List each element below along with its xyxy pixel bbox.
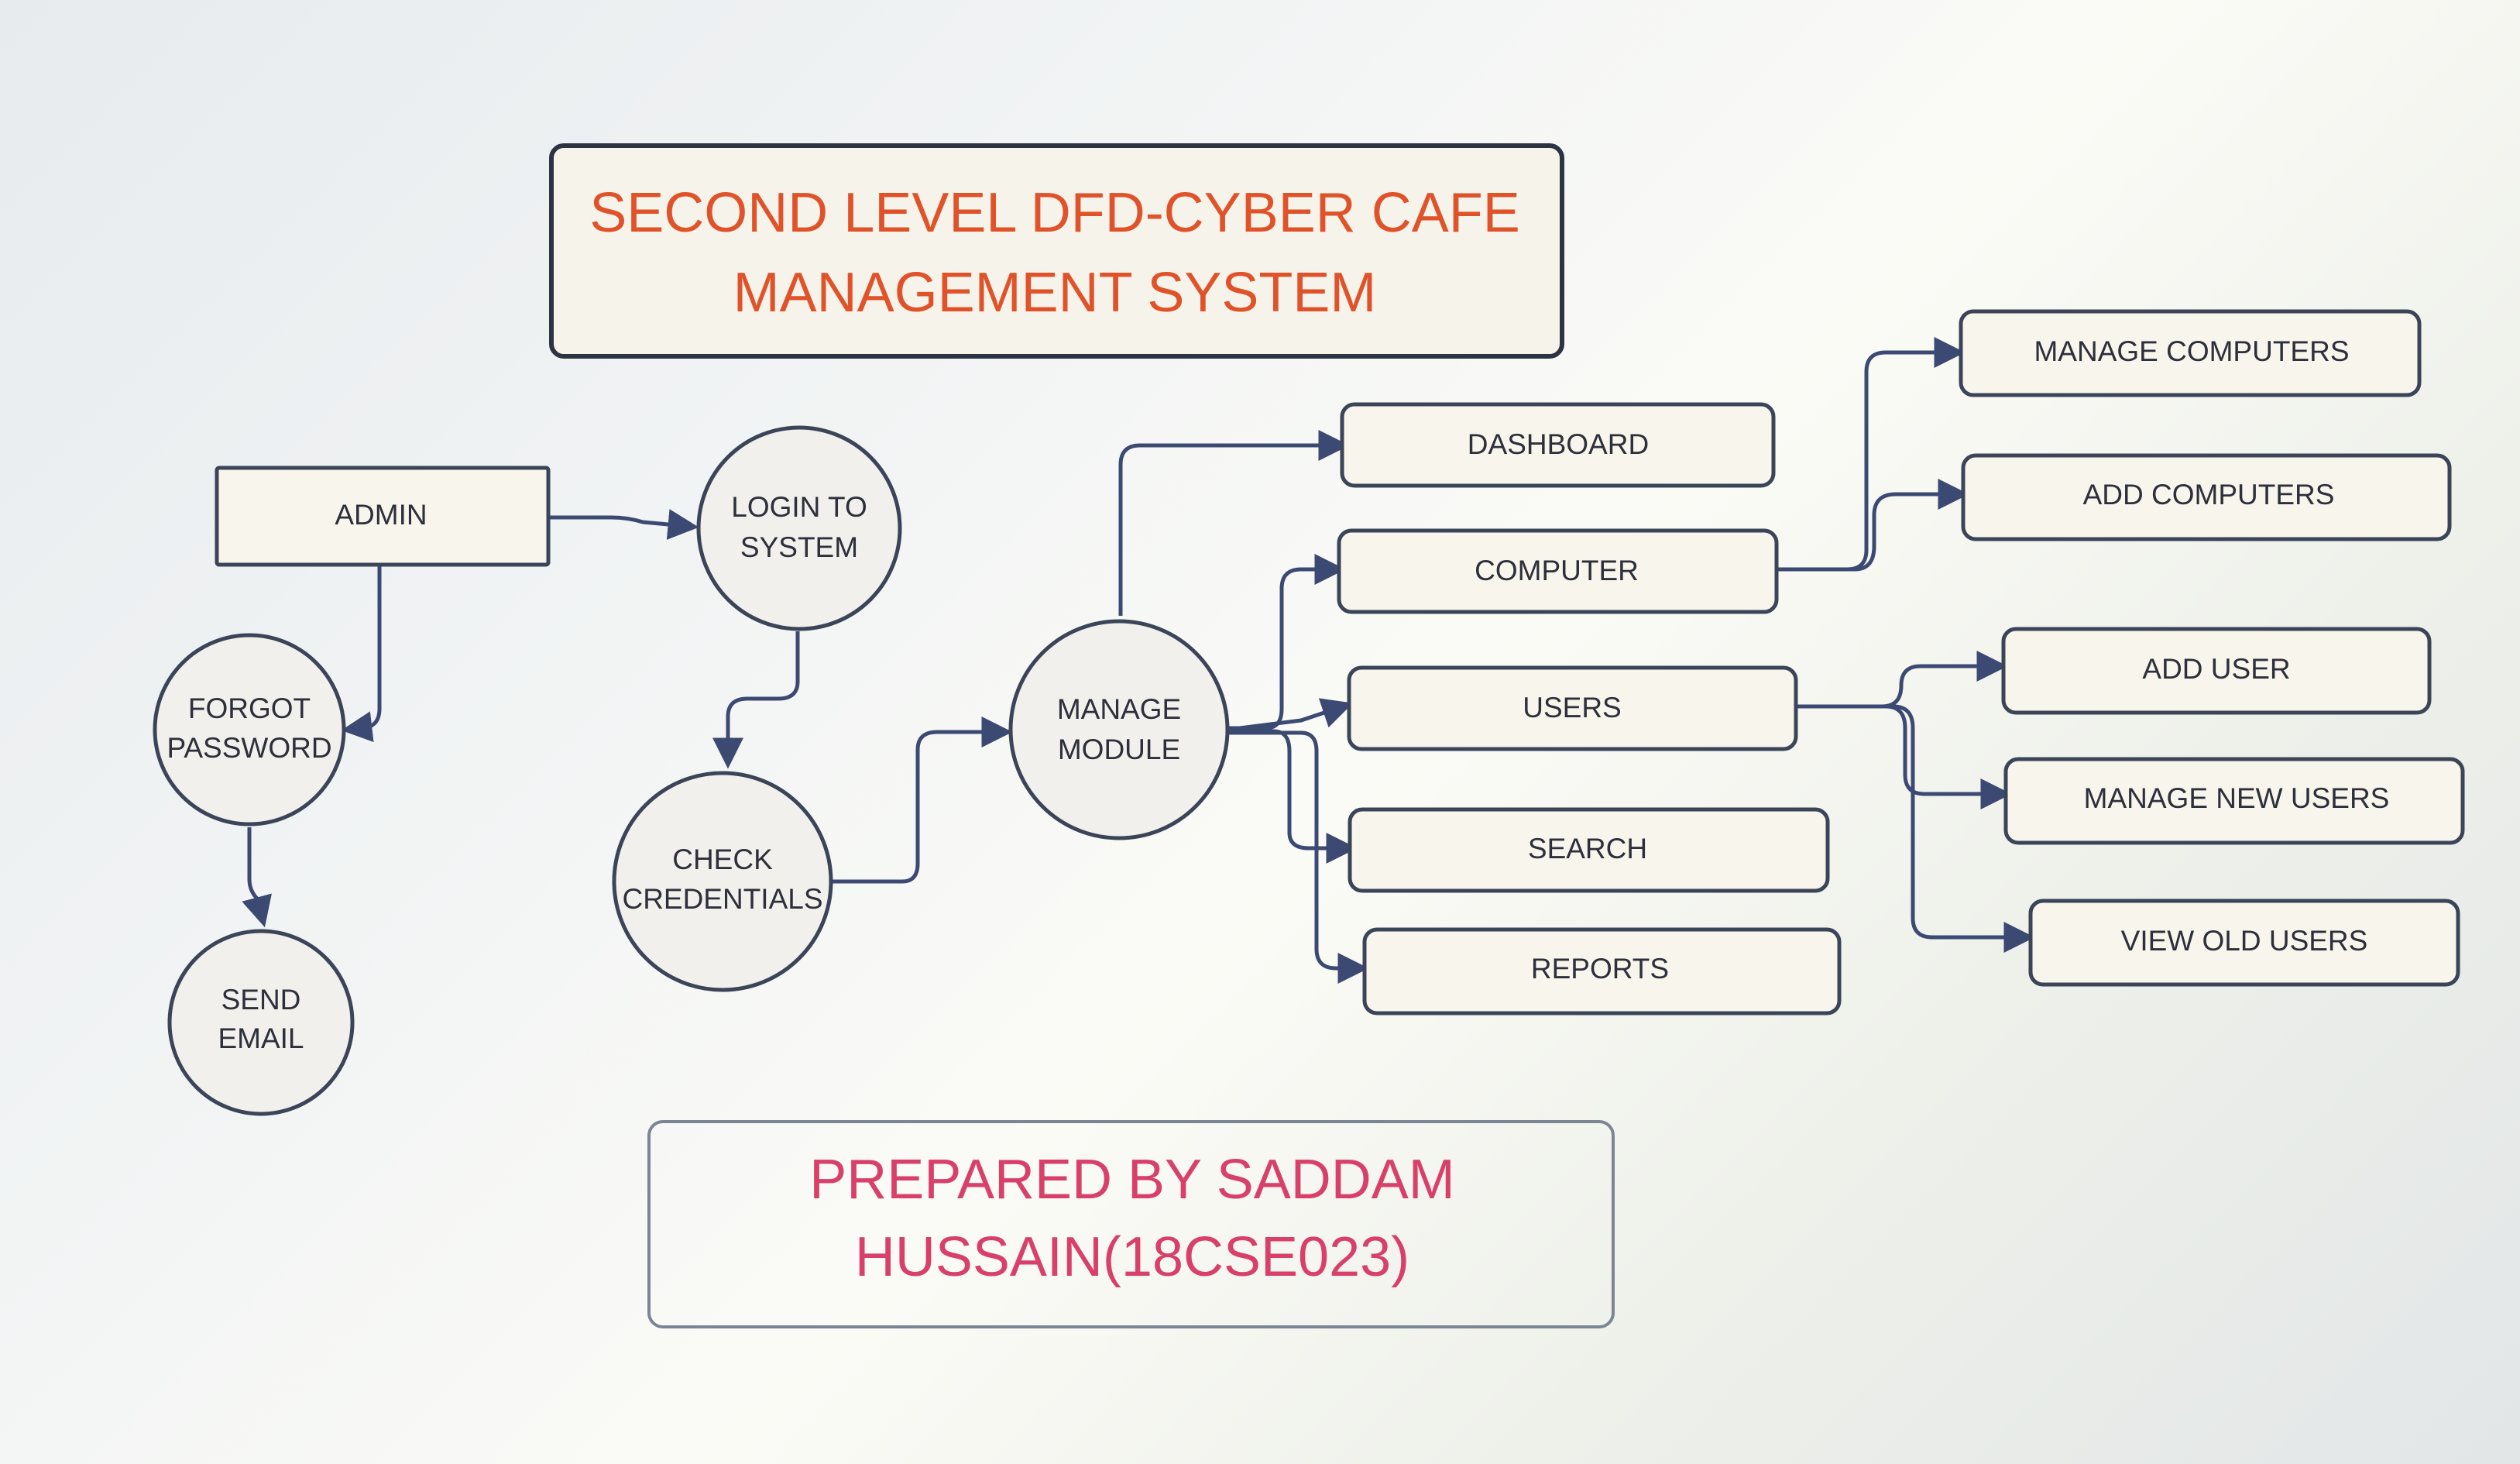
flow-login-to-check xyxy=(712,631,800,769)
flow-users-to-manage-new-users xyxy=(1797,704,2012,809)
forgot-label-line-2: PASSWORD xyxy=(167,732,331,764)
flow-users-to-add-user xyxy=(1797,651,2008,709)
node-reports: REPORTS xyxy=(1362,927,1842,1016)
node-view-old-users: VIEW OLD USERS xyxy=(2028,899,2460,987)
flow-admin-to-login xyxy=(548,509,699,540)
add-computers-label: ADD COMPUTERS xyxy=(2083,479,2335,510)
node-forgot-password: FORGOT PASSWORD xyxy=(153,633,346,827)
login-label-line-1: LOGIN TO xyxy=(731,491,867,523)
title-line-2: MANAGEMENT SYSTEM xyxy=(733,262,1377,324)
admin-label: ADMIN xyxy=(335,499,427,531)
node-add-computers: ADD COMPUTERS xyxy=(1961,453,2452,541)
send-email-label-line-1: SEND xyxy=(221,984,301,1016)
title-line-1: SECOND LEVEL DFD-CYBER CAFE xyxy=(589,182,1520,244)
node-manage-computers: MANAGE COMPUTERS xyxy=(1959,309,2422,397)
credit-line-2: HUSSAIN(18CSE023) xyxy=(855,1226,1409,1288)
manage-new-users-label: MANAGE NEW USERS xyxy=(2084,782,2390,814)
node-users: USERS xyxy=(1347,665,1798,751)
flow-admin-to-forgot xyxy=(341,565,382,743)
flow-computer-to-add-computers xyxy=(1777,479,1969,572)
node-send-email: SEND EMAIL xyxy=(167,929,355,1116)
dashboard-label: DASHBOARD xyxy=(1468,428,1649,460)
flow-manage-to-dashboard xyxy=(1118,430,1350,616)
credit-line-1: PREPARED BY SADDAM xyxy=(809,1149,1455,1211)
flow-manage-to-users xyxy=(1227,698,1354,732)
manage-module-label-line-1: MANAGE xyxy=(1057,693,1181,725)
flow-manage-to-reports xyxy=(1227,730,1369,984)
node-manage-module: MANAGE MODULE xyxy=(1008,619,1230,840)
view-old-users-label: VIEW OLD USERS xyxy=(2121,925,2368,957)
flow-connectors xyxy=(242,337,2035,984)
send-email-label-line-2: EMAIL xyxy=(218,1022,304,1054)
check-label-line-2: CREDENTIALS xyxy=(622,883,822,915)
node-login-to-system: LOGIN TO SYSTEM xyxy=(696,425,902,631)
manage-module-label-line-2: MODULE xyxy=(1058,734,1180,765)
flow-manage-to-search xyxy=(1227,729,1358,864)
flow-users-to-view-old-users xyxy=(1797,704,2035,953)
computer-label: COMPUTER xyxy=(1475,555,1639,586)
search-label: SEARCH xyxy=(1528,833,1647,864)
users-label: USERS xyxy=(1523,692,1621,723)
reports-label: REPORTS xyxy=(1531,953,1669,985)
login-label-line-2: SYSTEM xyxy=(740,531,858,563)
node-add-user: ADD USER xyxy=(2001,627,2432,715)
node-dashboard: DASHBOARD xyxy=(1340,402,1776,488)
credit-box: PREPARED BY SADDAM HUSSAIN(18CSE023) xyxy=(647,1120,1615,1328)
node-computer: COMPUTER xyxy=(1337,528,1779,614)
title-box: SECOND LEVEL DFD-CYBER CAFE MANAGEMENT S… xyxy=(549,143,1564,359)
add-user-label: ADD USER xyxy=(2142,653,2290,685)
manage-computers-label: MANAGE COMPUTERS xyxy=(2034,335,2349,367)
node-check-credentials: CHECK CREDENTIALS xyxy=(612,771,833,992)
flow-forgot-to-send-email xyxy=(242,827,272,928)
forgot-label-line-1: FORGOT xyxy=(188,692,311,724)
flow-computer-to-manage-computers xyxy=(1777,337,1966,572)
flow-manage-to-computer xyxy=(1227,554,1346,730)
node-search: SEARCH xyxy=(1348,807,1830,893)
check-label-line-1: CHECK xyxy=(672,844,773,875)
node-admin: ADMIN xyxy=(215,466,551,567)
node-manage-new-users: MANAGE NEW USERS xyxy=(2003,757,2465,845)
flow-check-to-manage xyxy=(833,717,1013,884)
